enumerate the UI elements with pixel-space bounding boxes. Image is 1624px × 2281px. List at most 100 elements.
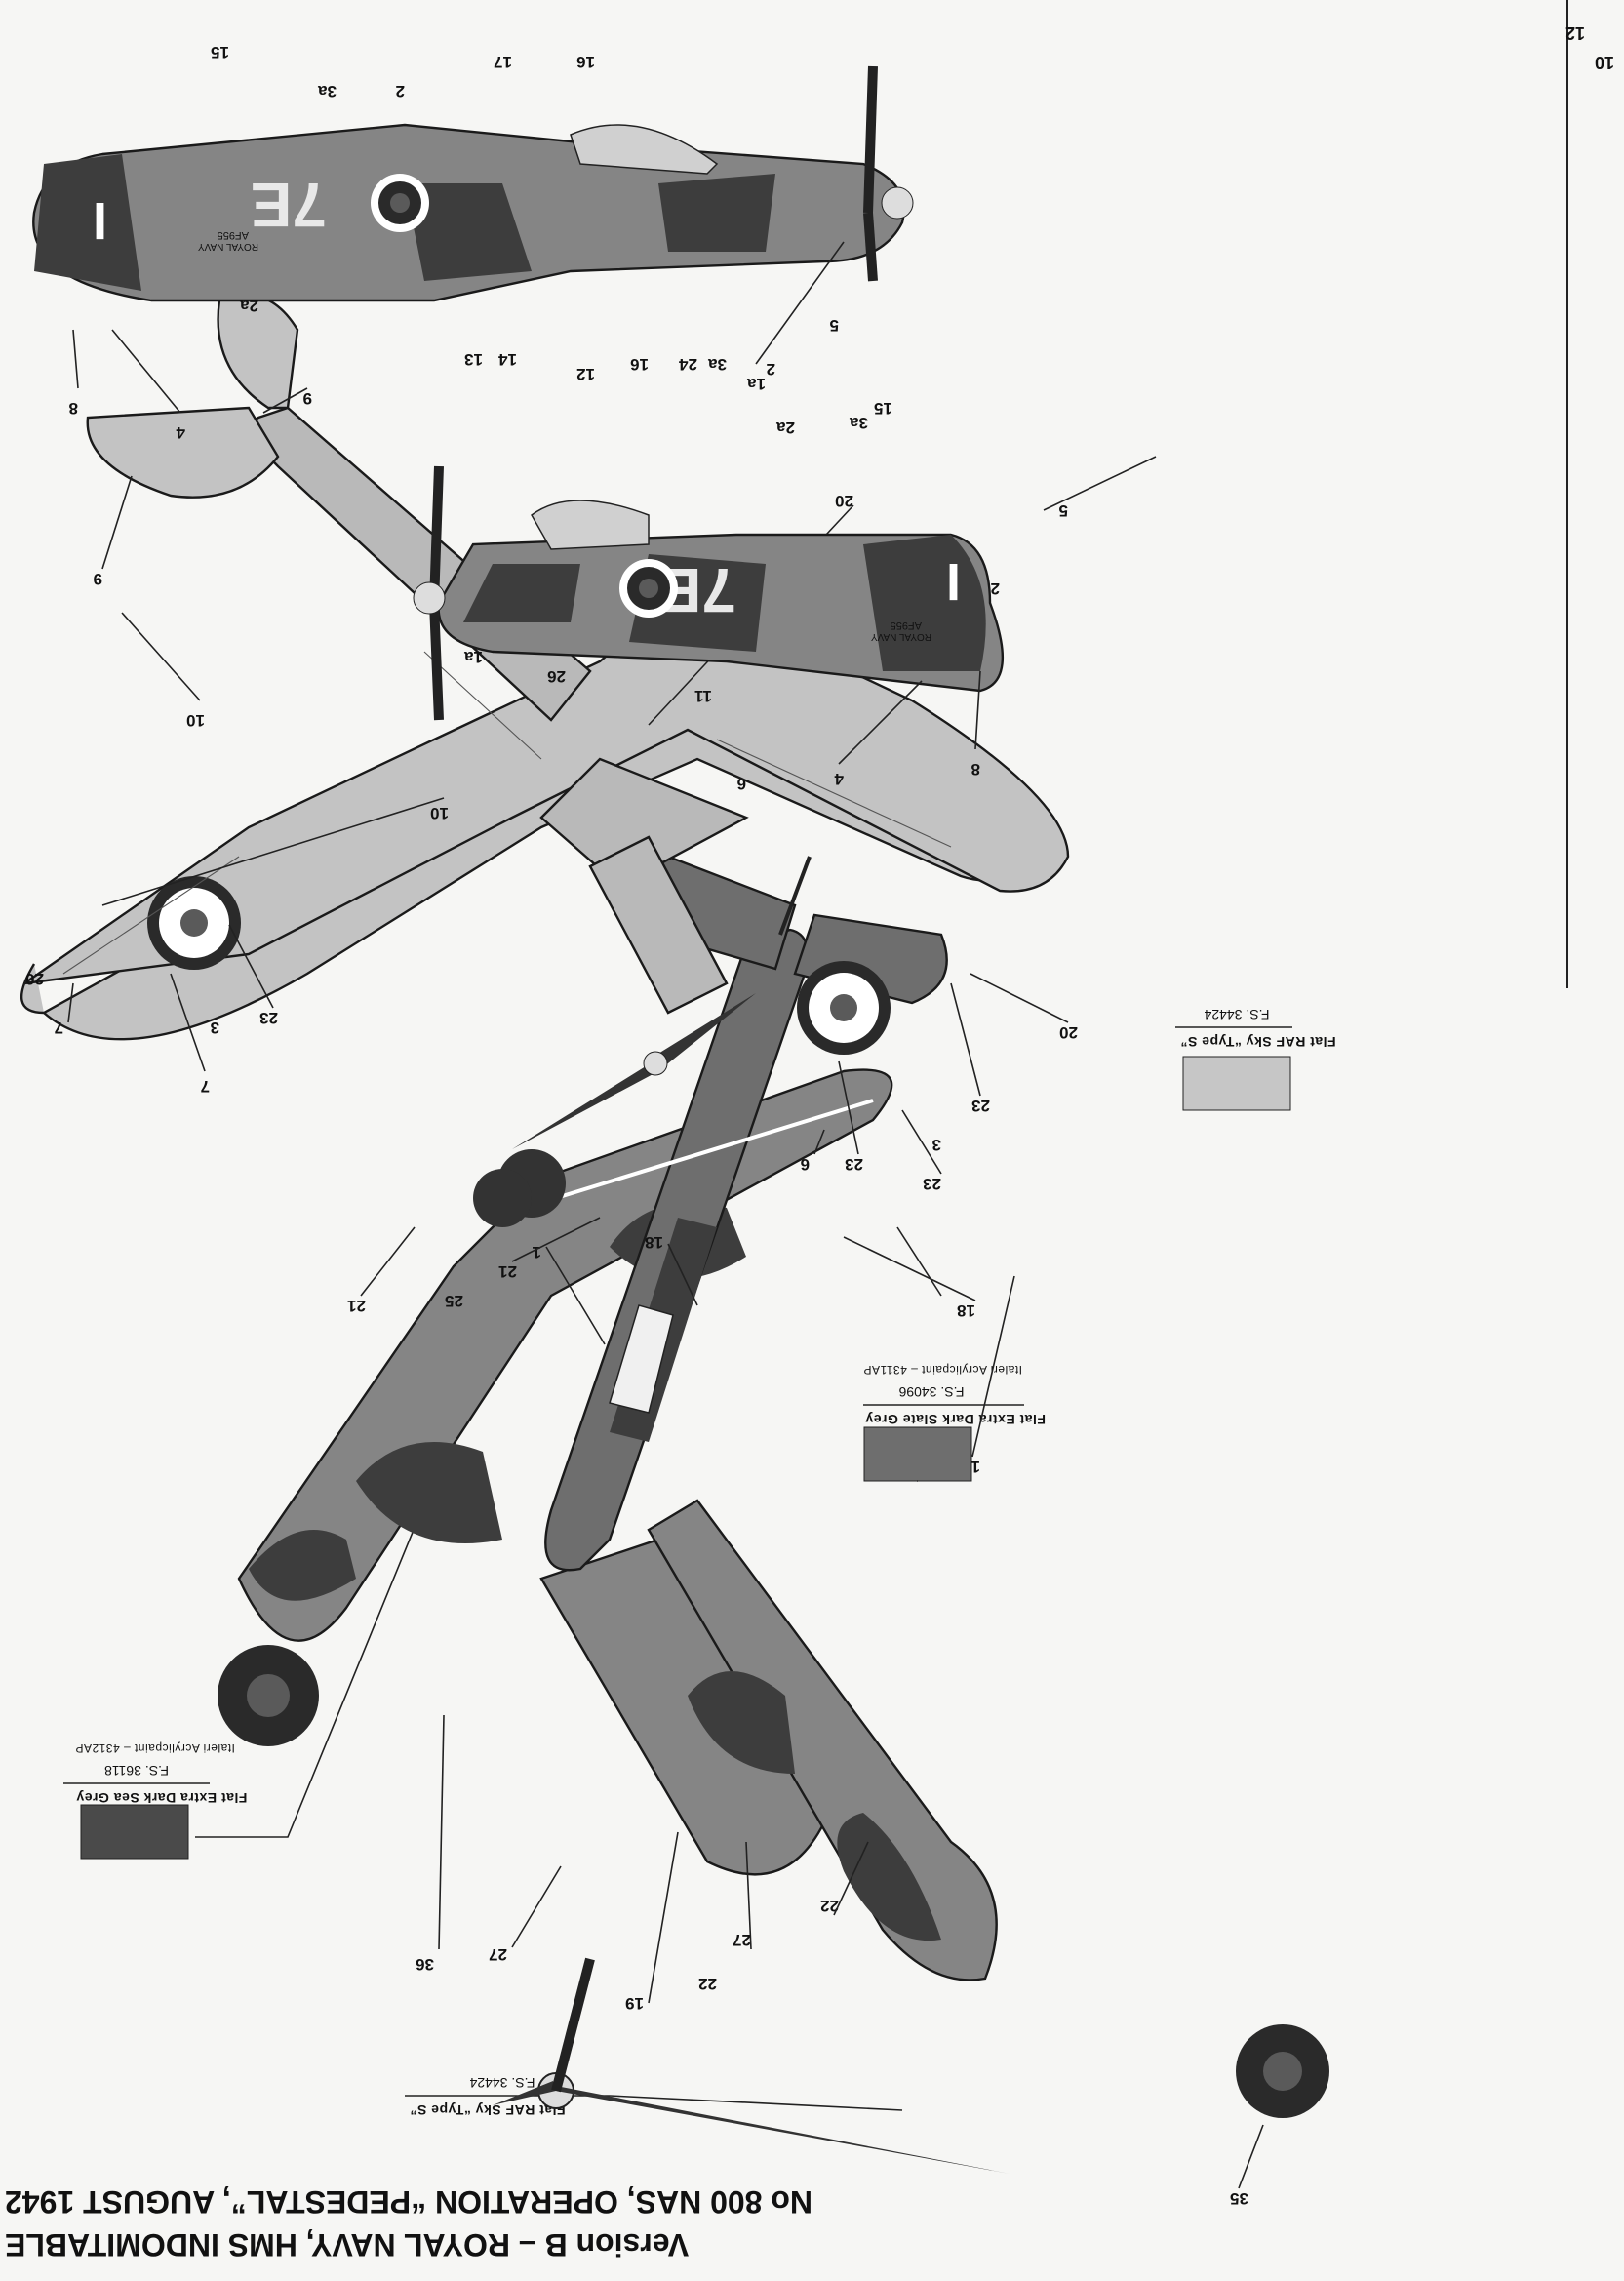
leader-line	[970, 973, 1069, 1023]
leader-line	[950, 982, 981, 1097]
callout-label: 8	[971, 760, 980, 779]
callout-label: 2	[767, 360, 775, 379]
leader-line	[438, 1714, 445, 1950]
underside-tailplane-left	[86, 406, 280, 499]
leader-line	[974, 670, 981, 750]
fin-letter: I	[93, 191, 107, 250]
callout-label: 5	[1059, 501, 1068, 520]
canopy	[570, 124, 719, 175]
callout-label: 1	[533, 1243, 541, 1261]
swatch-extra-dark-sea-grey	[80, 1804, 189, 1860]
leader-line	[843, 1236, 976, 1301]
callout-label: 9	[94, 570, 102, 588]
leader-line	[648, 1831, 679, 2004]
camo-blotch	[356, 1442, 502, 1543]
fin	[778, 856, 812, 936]
callout-label: 3a	[318, 82, 337, 100]
callout-label: 24	[679, 355, 697, 374]
propeller-blade	[493, 2081, 556, 2105]
legend-extra-dark-sea-grey: Flat Extra Dark Sea Grey F.S. 36118 Ital…	[63, 1205, 547, 1860]
leader-line	[609, 2095, 903, 2111]
underside-nose	[588, 835, 729, 1015]
callout-label: 7	[55, 1019, 63, 1037]
leader-line	[755, 241, 845, 365]
leader-line	[111, 329, 181, 414]
callout-label: 10	[186, 711, 205, 730]
legend-name: Flat Extra Dark Slate Grey	[865, 1412, 1046, 1427]
navy-label: ROYAL NAVY	[198, 241, 258, 252]
panel-line	[423, 651, 542, 760]
leader-line	[901, 1109, 942, 1175]
callout-label: 11	[694, 687, 712, 705]
propeller-blade	[429, 602, 444, 721]
callout-label: 1a	[464, 648, 483, 666]
callout-label: 23	[923, 1175, 941, 1193]
legend-name: Flat Extra Dark Sea Grey	[76, 1790, 247, 1806]
heading-line-1: Version B – ROYAL NAVY, HMS INDOMITABLE	[5, 2227, 689, 2262]
camo-blotch	[34, 154, 141, 291]
propeller-blade	[654, 993, 756, 1071]
propeller-blade	[429, 465, 444, 604]
callout-label: 22	[820, 1897, 839, 1915]
legend-fs-code: F.S. 34096	[898, 1384, 964, 1400]
top-view-callouts: 1 1 5 18 18 6 6 36 27 27 22 22 19 35	[416, 456, 1264, 2208]
legend-raf-sky-spinner: Flat RAF Sky “Type S” F.S. 34424	[405, 2075, 903, 2118]
callout-label: 16	[630, 355, 649, 374]
swatch-raf-sky	[1182, 1056, 1291, 1111]
roundel-top-right-wing	[1236, 2024, 1329, 2118]
callout-label: 6	[737, 775, 746, 793]
leader-line	[170, 973, 206, 1072]
callout-label: 20	[835, 492, 853, 510]
roundel-under-left-wing	[147, 876, 241, 970]
callout-label: 4	[834, 770, 844, 788]
callout-label: 12	[576, 365, 595, 383]
camo-blotch	[405, 183, 532, 281]
panel-line	[716, 739, 952, 848]
propeller-blade	[512, 1061, 658, 1149]
legend-raf-sky-underside: Flat RAF Sky “Type S” F.S. 34424	[1175, 1007, 1336, 1111]
leader-line	[745, 1841, 752, 1950]
callout-label: 26	[547, 667, 566, 686]
camo-blotch	[863, 535, 986, 671]
propeller-blade	[863, 65, 878, 214]
wheel	[473, 1169, 532, 1227]
navy-label: ROYAL NAVY	[871, 631, 931, 642]
callout-label: 18	[645, 1233, 663, 1252]
page-number-right: 12	[1565, 23, 1585, 43]
canopy	[531, 500, 650, 550]
fuselage-roundel	[371, 174, 429, 232]
leader-line	[262, 387, 308, 414]
legend-acrylicpaint: Italeri Acrylicpaint – 4312AP	[75, 1741, 235, 1755]
leader-line	[72, 329, 79, 389]
panel-line	[62, 856, 240, 975]
leader-line	[667, 1243, 698, 1306]
spinner	[643, 1051, 668, 1076]
serial-number: AF955	[218, 229, 249, 241]
fin-letter: I	[946, 552, 961, 611]
leader-line	[813, 1129, 825, 1155]
callout-label: 3a	[708, 355, 727, 374]
leader-line	[838, 1060, 859, 1155]
callout-label: 2a	[240, 297, 258, 315]
side-view-top-callouts: 15 3a 2 17 16 2a 13 14 12 1a 8 4	[69, 43, 845, 442]
roundel-under-right-wing	[797, 961, 891, 1055]
callout-label: 4	[176, 423, 185, 442]
callout-label: 15	[211, 43, 229, 61]
leader-line	[838, 680, 923, 765]
camo-blotch	[249, 1530, 356, 1601]
leader-line	[121, 612, 201, 701]
propeller-blade	[556, 2086, 1010, 2174]
spinner	[413, 581, 446, 615]
spinner	[881, 186, 914, 220]
callout-label: 23	[971, 1097, 990, 1115]
right-wing	[647, 1499, 998, 1981]
legend-extra-dark-slate-grey: Flat Extra Dark Slate Grey F.S. 34096 It…	[863, 1363, 1046, 1482]
side-view-right-callouts: 16 24 3a 2 5 2a 3a 15 1a 26 11 4 8	[464, 316, 981, 788]
leader-line	[511, 1217, 601, 1262]
callout-label: 19	[625, 1994, 644, 2013]
callout-label: 5	[830, 316, 839, 335]
leader-line	[511, 1865, 562, 1948]
callout-label: 2	[396, 82, 405, 100]
